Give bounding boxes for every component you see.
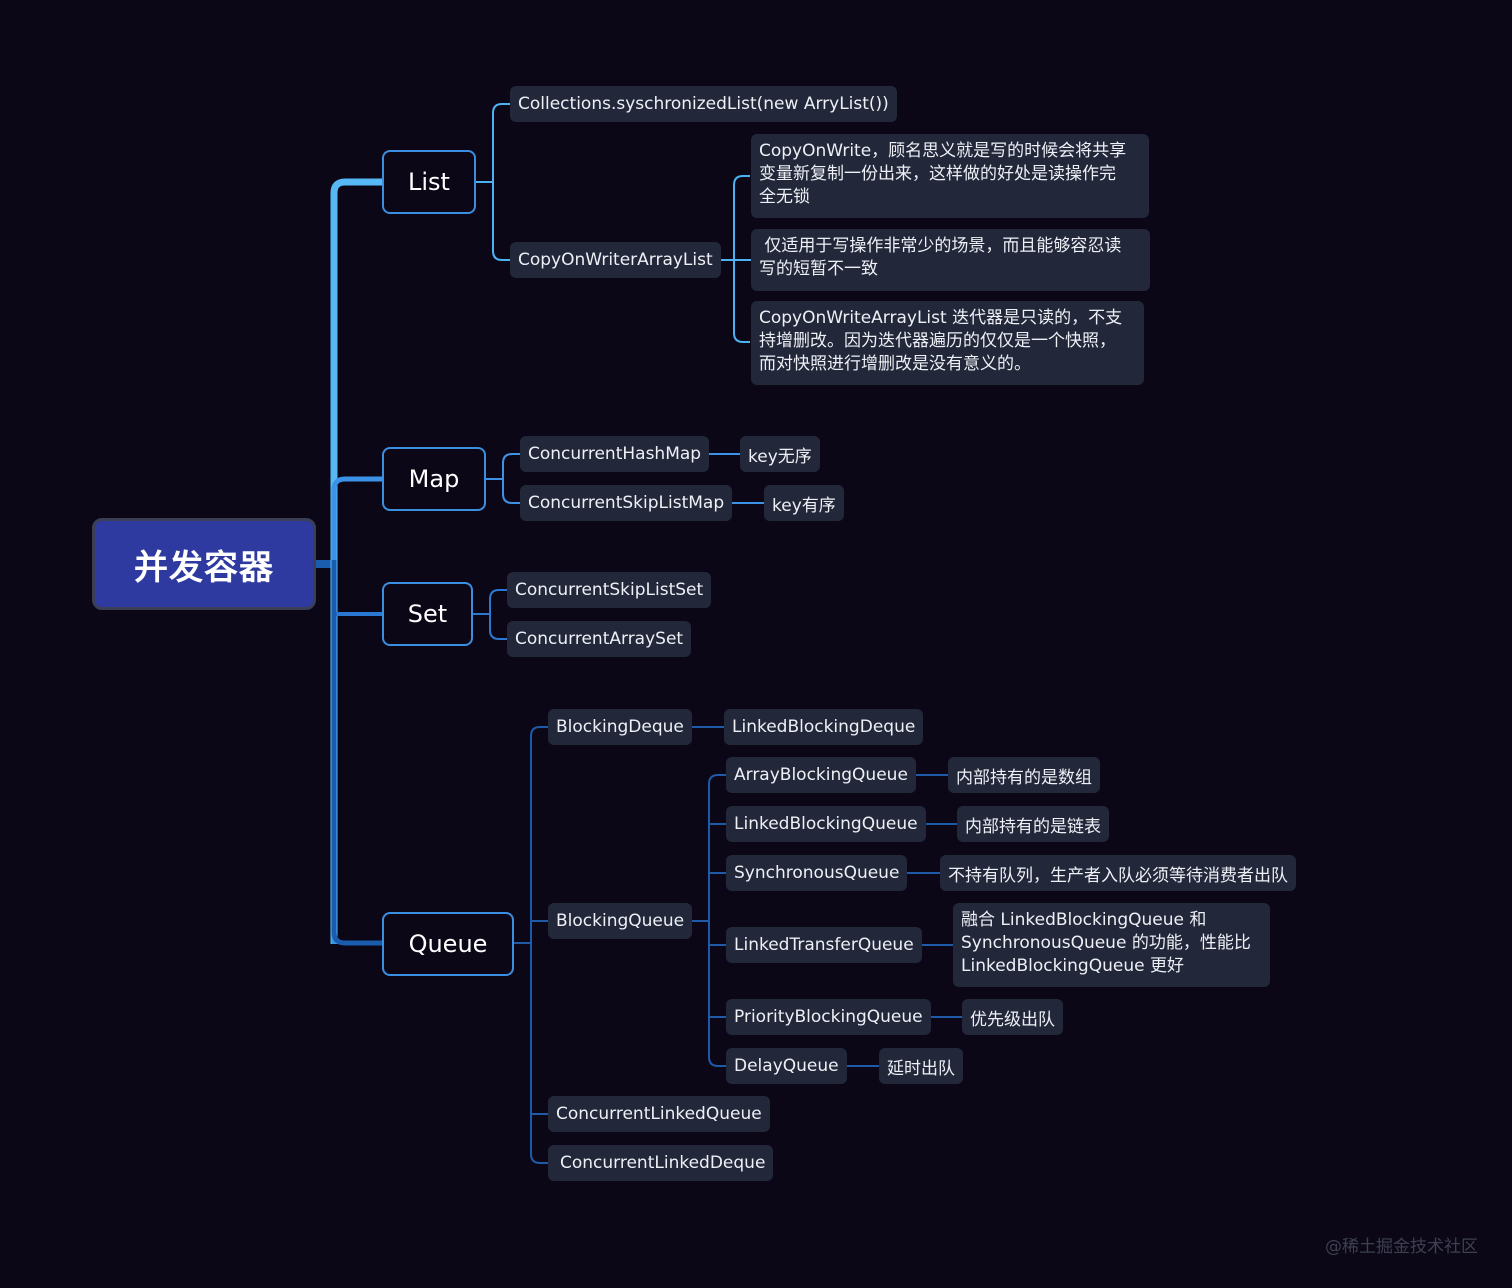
bq-array-node[interactable]: ArrayBlockingQueue — [726, 757, 916, 793]
bq-transfer-node[interactable]: LinkedTransferQueue — [726, 927, 922, 963]
note-line: 写的短暂不一致 — [759, 259, 878, 279]
note-line: 全无锁 — [759, 187, 810, 207]
bq-delay-note[interactable]: 延时出队 — [879, 1048, 963, 1084]
queue-clq-node[interactable]: ConcurrentLinkedQueue — [548, 1096, 770, 1132]
list-lines — [476, 103, 752, 343]
watermark: @稀土掘金技术社区 — [1325, 1237, 1478, 1257]
cow-note-1[interactable]: CopyOnWrite，顾名思义就是写的时候会将共享 变量新复制一份出来，这样做… — [751, 134, 1149, 218]
cow-note-3[interactable]: CopyOnWriteArrayList 迭代器是只读的，不支 持增删改。因为迭… — [751, 301, 1144, 385]
note-line: CopyOnWrite，顾名思义就是写的时候会将共享 — [759, 141, 1127, 161]
bq-synchronous-note[interactable]: 不持有队列，生产者入队必须等待消费者出队 — [940, 855, 1296, 891]
note-line: LinkedBlockingQueue 更好 — [961, 956, 1184, 976]
bq-synchronous-node[interactable]: SynchronousQueue — [726, 855, 908, 891]
branch-set[interactable]: Set — [382, 582, 473, 646]
note-line: SynchronousQueue 的功能，性能比 — [961, 933, 1251, 953]
bq-linked-node[interactable]: LinkedBlockingQueue — [726, 806, 926, 842]
note-line: CopyOnWriteArrayList 迭代器是只读的，不支 — [759, 308, 1123, 328]
branch-list[interactable]: List — [382, 150, 476, 214]
note-line: 持增删改。因为迭代器遍历的仅仅是一个快照， — [759, 331, 1116, 351]
queue-blockingdeque-node[interactable]: BlockingDeque — [548, 709, 692, 745]
set-arrayset-node[interactable]: ConcurrentArraySet — [507, 621, 692, 657]
map-hashmap-note[interactable]: key无序 — [740, 436, 820, 472]
queue-cld-node[interactable]: ConcurrentLinkedDeque — [548, 1145, 774, 1181]
branch-queue[interactable]: Queue — [382, 912, 514, 976]
list-copyonwrite-node[interactable]: CopyOnWriterArrayList — [510, 242, 721, 278]
bq-array-note[interactable]: 内部持有的是数组 — [948, 757, 1100, 793]
set-lines — [473, 589, 507, 640]
set-skiplistset-node[interactable]: ConcurrentSkipListSet — [507, 572, 712, 608]
bq-priority-note[interactable]: 优先级出队 — [962, 999, 1063, 1035]
note-line: 仅适用于写操作非常少的场景，而且能够容忍读 — [759, 236, 1122, 256]
bq-delay-node[interactable]: DelayQueue — [726, 1048, 847, 1084]
list-synchronized-node[interactable]: Collections.syschronizedList(new ArryLis… — [510, 86, 897, 122]
bq-priority-node[interactable]: PriorityBlockingQueue — [726, 999, 931, 1035]
note-line: 变量新复制一份出来，这样做的好处是读操作完 — [759, 164, 1116, 184]
queue-linkedblockingdeque-node[interactable]: LinkedBlockingDeque — [724, 709, 924, 745]
note-line: 而对快照进行增删改是没有意义的。 — [759, 354, 1031, 374]
map-skiplistmap-node[interactable]: ConcurrentSkipListMap — [520, 485, 733, 521]
bq-linked-note[interactable]: 内部持有的是链表 — [957, 806, 1109, 842]
map-lines — [486, 453, 764, 504]
trunk-lines — [316, 178, 382, 946]
root-node[interactable]: 并发容器 — [92, 518, 316, 610]
queue-blockingqueue-node[interactable]: BlockingQueue — [548, 903, 693, 939]
cow-note-2[interactable]: 仅适用于写操作非常少的场景，而且能够容忍读 写的短暂不一致 — [751, 229, 1150, 291]
map-skiplistmap-note[interactable]: key有序 — [764, 485, 844, 521]
bq-transfer-note[interactable]: 融合 LinkedBlockingQueue 和 SynchronousQueu… — [953, 903, 1270, 987]
map-hashmap-node[interactable]: ConcurrentHashMap — [520, 436, 710, 472]
note-line: 融合 LinkedBlockingQueue 和 — [961, 910, 1207, 930]
queue-lines — [514, 726, 962, 1164]
branch-map[interactable]: Map — [382, 447, 486, 511]
